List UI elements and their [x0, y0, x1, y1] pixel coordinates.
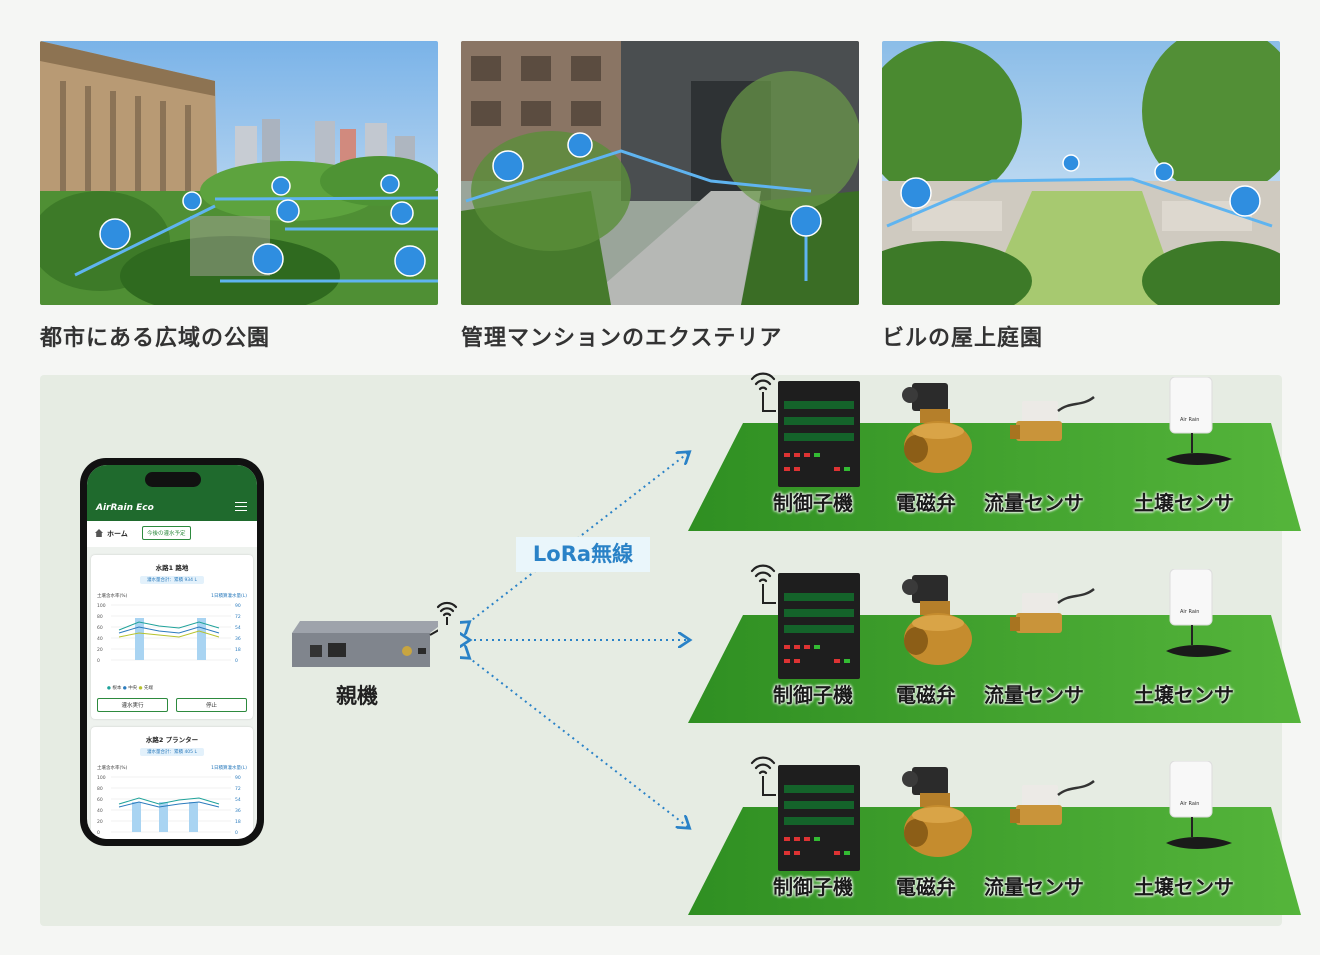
stop-button[interactable]: 停止: [176, 698, 247, 712]
tick-label: 100: [97, 603, 106, 609]
flow-sensor: [1010, 779, 1095, 825]
tick-label: 72: [235, 614, 241, 620]
card-title: 水路2 プランター: [145, 736, 199, 744]
soil-sensor-label: 土壌センサ: [1134, 491, 1234, 515]
gateway-device: [292, 621, 438, 667]
tick-label: 20: [97, 647, 103, 653]
tick-label: 60: [97, 625, 103, 631]
svg-text:Air Rain: Air Rain: [1180, 801, 1199, 807]
legend-item: 先端: [144, 686, 153, 691]
tick-label: 54: [235, 797, 241, 803]
tick-label: 60: [97, 797, 103, 803]
left-axis-label: 土壌含水率(%): [97, 766, 128, 771]
caption-rooftop: ビルの屋上庭園: [882, 326, 1044, 351]
flow-sensor-label: 流量センサ: [984, 683, 1084, 707]
upcoming-watering-button[interactable]: 今後の灌水予定: [142, 526, 191, 540]
mansion-photo: [461, 41, 859, 305]
wireless-links: [460, 445, 700, 840]
solenoid-valve: [902, 767, 972, 857]
home-link[interactable]: ホーム: [107, 530, 128, 538]
controller-unit: [778, 765, 860, 871]
phone-notch: [145, 472, 201, 487]
hamburger-menu-icon[interactable]: [235, 502, 247, 511]
wifi-signal-icon: [750, 564, 776, 604]
controller-label: 制御子機: [773, 875, 853, 899]
wifi-signal-icon: [750, 756, 776, 796]
tick-label: 80: [97, 614, 103, 620]
right-axis-label: 1日積算灌水量(L): [211, 766, 247, 771]
app-logo: AirRain Eco: [96, 503, 154, 513]
chart-legend: ● 根本 ● 中央 ● 先端: [107, 686, 153, 691]
tick-label: 54: [235, 625, 241, 631]
soil-sensor-label: 土壌センサ: [1134, 683, 1234, 707]
card-title: 水路1 路地: [155, 564, 189, 572]
svg-text:Air Rain: Air Rain: [1180, 609, 1199, 615]
left-axis-label: 土壌含水率(%): [97, 594, 128, 599]
valve-label: 電磁弁: [896, 875, 956, 899]
tick-label: 18: [235, 647, 241, 653]
legend-item: 中央: [128, 686, 138, 691]
flow-sensor: [1010, 395, 1095, 441]
wifi-signal-icon: [436, 601, 458, 625]
card-actions: 灌水実行 停止: [97, 698, 247, 712]
solenoid-valve: [902, 575, 972, 665]
tick-label: 90: [235, 775, 241, 781]
caption-park: 都市にある広域の公園: [40, 326, 271, 351]
total-watering-badge: 灌水量合計：累積 405 L: [140, 748, 204, 756]
app-screen: AirRain Eco ホーム 今後の灌水予定 水路1 路地 灌水量合計：累積 …: [87, 465, 257, 839]
soil-sensor: Air Rain: [1166, 377, 1232, 465]
tick-label: 0: [97, 830, 100, 836]
tick-label: 100: [97, 775, 106, 781]
smartphone: AirRain Eco ホーム 今後の灌水予定 水路1 路地 灌水量合計：累積 …: [80, 458, 264, 846]
controller-unit: [778, 573, 860, 679]
tick-label: 36: [235, 808, 241, 814]
home-icon[interactable]: [95, 529, 103, 537]
controller-label: 制御子機: [773, 683, 853, 707]
start-watering-button[interactable]: 灌水実行: [97, 698, 168, 712]
soil-sensor: Air Rain: [1166, 761, 1232, 849]
legend-item: 根本: [112, 686, 122, 691]
tick-label: 0: [235, 658, 238, 664]
total-watering-badge: 灌水量合計：累積 934 L: [140, 576, 204, 584]
channel-card-2: 水路2 プランター 灌水量合計：累積 405 L 土壌含水率(%) 1日積算灌水…: [91, 727, 253, 839]
moisture-chart: 100 80 60 40 20 0 90 72 54 36 18 0: [97, 603, 241, 664]
soil-sensor-label: 土壌センサ: [1134, 875, 1234, 899]
tick-label: 40: [97, 636, 103, 642]
tick-label: 36: [235, 636, 241, 642]
svg-text:Air Rain: Air Rain: [1180, 417, 1199, 423]
tick-label: 0: [235, 830, 238, 836]
field-row-1: Air Rain 制御子機 電磁弁 流量センサ 土壌センサ: [688, 372, 1301, 535]
soil-sensor: Air Rain: [1166, 569, 1232, 657]
park-photo: [40, 41, 438, 305]
field-row-3: Air Rain 制御子機 電磁弁 流量センサ 土壌センサ: [688, 756, 1301, 919]
lora-wireless-label: LoRa無線: [516, 537, 650, 572]
tick-label: 20: [97, 819, 103, 825]
breadcrumb: ホーム 今後の灌水予定: [87, 521, 257, 547]
moisture-chart: 100 80 60 40 20 0 90 72 54 36 18 0: [97, 775, 241, 836]
rooftop-photo: [882, 41, 1280, 305]
valve-label: 電磁弁: [896, 683, 956, 707]
wifi-signal-icon: [750, 372, 776, 412]
tick-label: 0: [97, 658, 100, 664]
channel-card-1: 水路1 路地 灌水量合計：累積 934 L 土壌含水率(%) 1日積算灌水量(L…: [91, 555, 253, 719]
tick-label: 18: [235, 819, 241, 825]
controller-label: 制御子機: [773, 491, 853, 515]
controller-unit: [778, 381, 860, 487]
tick-label: 90: [235, 603, 241, 609]
right-axis-label: 1日積算灌水量(L): [211, 594, 247, 599]
parent-unit-label: 親機: [336, 684, 378, 708]
field-row-2: Air Rain 制御子機 電磁弁 流量センサ 土壌センサ: [688, 564, 1301, 727]
tick-label: 40: [97, 808, 103, 814]
valve-label: 電磁弁: [896, 491, 956, 515]
solenoid-valve: [902, 383, 972, 473]
tick-label: 72: [235, 786, 241, 792]
flow-sensor-label: 流量センサ: [984, 875, 1084, 899]
flow-sensor: [1010, 587, 1095, 633]
tick-label: 80: [97, 786, 103, 792]
caption-mansion: 管理マンションのエクステリア: [461, 326, 783, 351]
flow-sensor-label: 流量センサ: [984, 491, 1084, 515]
